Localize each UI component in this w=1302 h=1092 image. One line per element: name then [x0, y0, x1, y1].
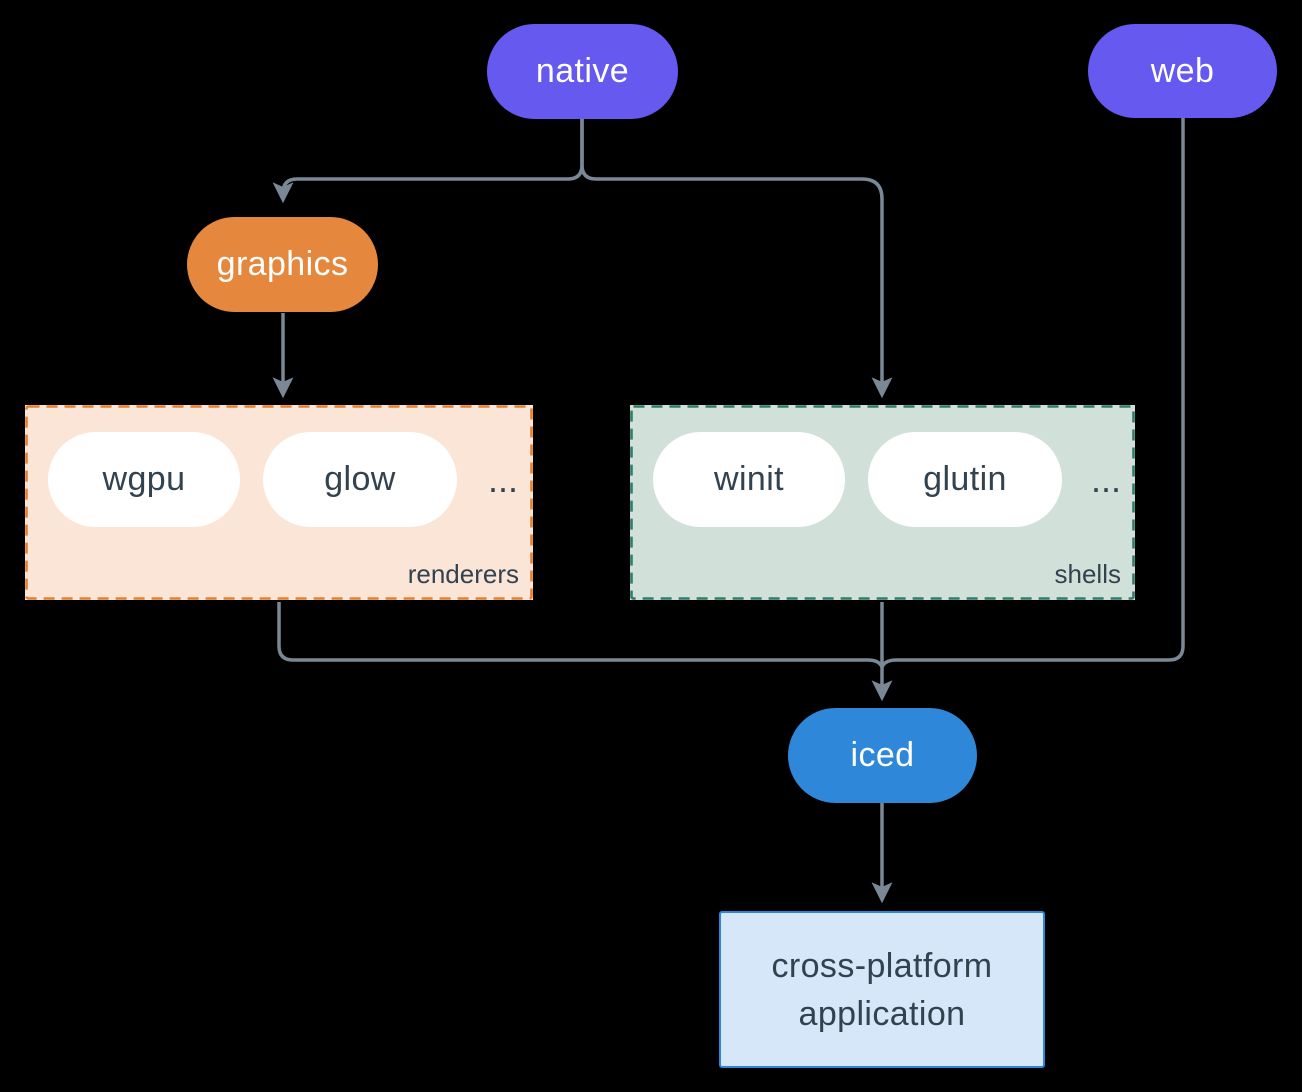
- group-renderers: wgpu glow ... renderers: [25, 405, 533, 600]
- edge-native-graphics: [272, 119, 584, 204]
- pill-glow: glow: [263, 432, 457, 527]
- node-graphics: graphics: [187, 217, 378, 312]
- pill-winit: winit: [653, 432, 845, 527]
- edge-web-iced: [880, 118, 1185, 668]
- edge-renderers-iced: [277, 602, 884, 668]
- shells-label: shells: [1054, 559, 1121, 589]
- shells-ellipsis: ...: [1090, 458, 1121, 500]
- pill-wgpu: wgpu: [48, 432, 240, 527]
- node-native: native: [487, 24, 678, 119]
- node-iced: iced: [788, 708, 977, 803]
- node-web: web: [1088, 24, 1277, 118]
- renderers-label: renderers: [407, 559, 519, 589]
- renderers-ellipsis: ...: [487, 458, 518, 500]
- pill-glutin: glutin: [868, 432, 1062, 527]
- application-label-line1: cross-platform: [771, 946, 993, 985]
- node-cross-platform-application: cross-platform application: [719, 911, 1045, 1068]
- group-shells: winit glutin ... shells: [630, 405, 1135, 600]
- edge-native-shells: [580, 119, 893, 399]
- application-label-line2: application: [798, 994, 966, 1033]
